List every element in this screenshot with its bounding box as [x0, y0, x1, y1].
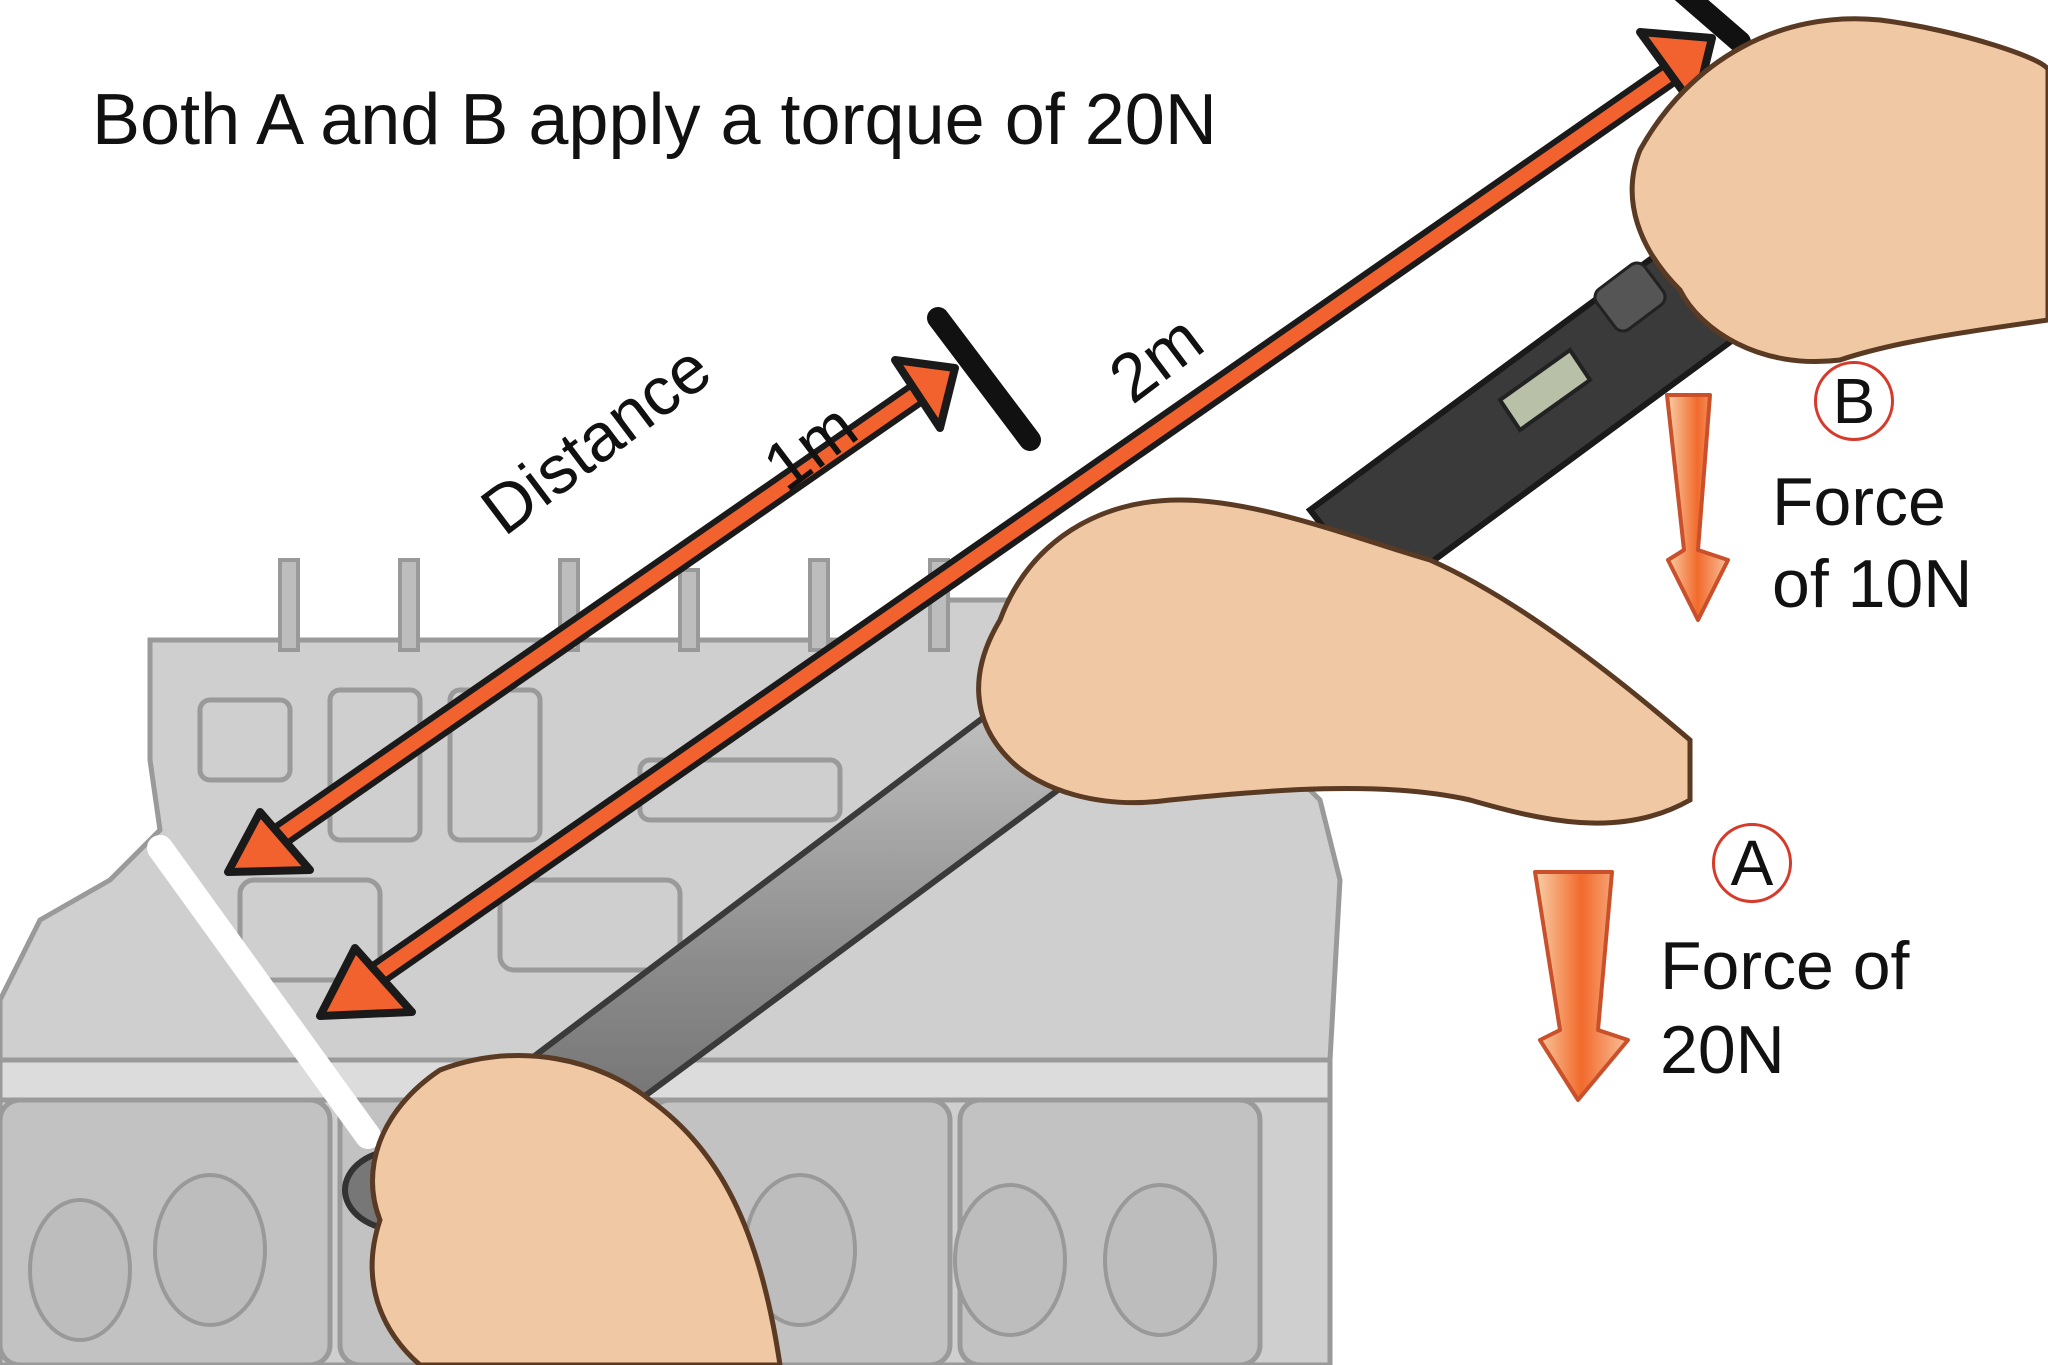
distance-arrow-1m — [224, 307, 1041, 876]
point-b-marker: B — [1814, 361, 1894, 441]
distance-arrow-2m — [316, 0, 1751, 1020]
diagram-title: Both A and B apply a torque of 20N — [92, 80, 1217, 160]
force-a-label-line1: Force of — [1660, 928, 1910, 1004]
point-a-marker: A — [1712, 823, 1792, 903]
force-b-label-line1: Force — [1772, 464, 1946, 540]
bolt-axis-line — [147, 835, 381, 1149]
force-arrow-a — [1533, 870, 1630, 1102]
force-arrow-b — [1665, 393, 1730, 622]
force-a-label-line2: 20N — [1660, 1012, 1785, 1088]
force-b-label-line2: of 10N — [1772, 546, 1973, 622]
hands — [369, 16, 2048, 1365]
